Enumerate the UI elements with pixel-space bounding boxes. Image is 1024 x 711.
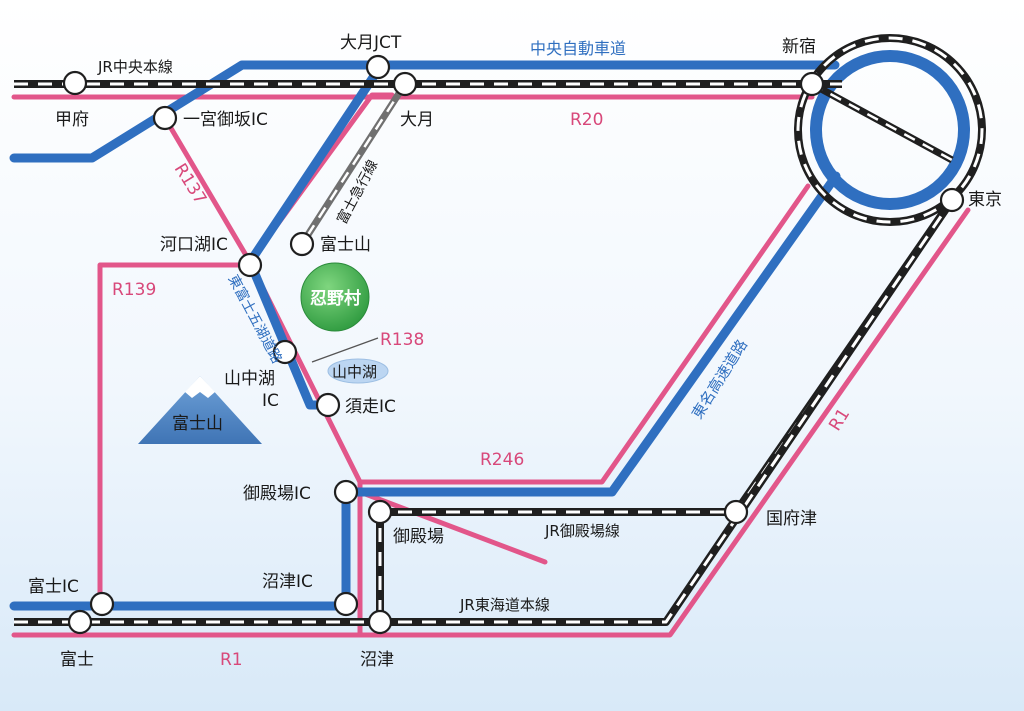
stations <box>62 54 965 635</box>
station-ichinomiya-misaka-ic[interactable] <box>152 105 178 131</box>
label-shinjuku: 新宿 <box>782 37 816 57</box>
route-r1 <box>11 207 971 638</box>
label-numazu-ic: 沼津IC <box>262 572 313 592</box>
label-kawaguchiko-ic: 河口湖IC <box>160 235 228 255</box>
label-r246: R246 <box>480 450 524 470</box>
station-subashiri-ic[interactable] <box>315 392 341 418</box>
station-otsuki[interactable] <box>392 71 418 97</box>
railways <box>14 34 986 626</box>
oshino-village-icon <box>300 262 370 332</box>
label-tokyo: 東京 <box>968 190 1002 210</box>
label-otsuki: 大月 <box>400 110 434 130</box>
label-ichinomiya-misaka-ic: 一宮御坂IC <box>183 110 268 130</box>
route-r246 <box>357 183 811 485</box>
station-otsuki-jct[interactable] <box>365 54 391 80</box>
mount-fuji-label: 富士山 <box>172 414 223 434</box>
station-kawaguchiko-ic[interactable] <box>237 252 263 278</box>
station-numazu-ic[interactable] <box>333 591 359 617</box>
label-fuji-ic: 富士IC <box>28 577 79 597</box>
station-tokyo[interactable] <box>939 187 965 213</box>
label-yamanakako-ic-2: IC <box>262 391 279 411</box>
label-fuji: 富士 <box>60 650 94 670</box>
station-yamanakako-ic[interactable] <box>272 339 298 365</box>
station-gotemba-ic[interactable] <box>333 479 359 505</box>
station-fuji[interactable] <box>67 609 93 635</box>
station-kofu[interactable] <box>62 70 88 96</box>
station-kozu[interactable] <box>723 499 749 525</box>
lake-yamanaka-icon <box>327 358 389 384</box>
tokyo-ring-road <box>810 50 970 210</box>
label-numazu: 沼津 <box>360 650 394 670</box>
route-r246-branch <box>357 489 548 565</box>
station-fuji-ic[interactable] <box>89 591 115 617</box>
station-shinjuku[interactable] <box>799 71 825 97</box>
label-r1-south: R1 <box>220 650 243 670</box>
label-gotemba-ic: 御殿場IC <box>243 484 311 504</box>
oshino-village-label: 忍野村 <box>310 288 361 309</box>
label-jr-tokaido: JR東海道本線 <box>459 596 550 614</box>
label-kofu: 甲府 <box>55 110 89 130</box>
lake-yamanaka-label: 山中湖 <box>332 363 377 381</box>
label-r138: R138 <box>380 330 424 350</box>
label-r139: R139 <box>112 280 156 300</box>
route-r137 <box>162 115 253 265</box>
label-kozu: 国府津 <box>766 509 817 529</box>
label-r20: R20 <box>570 110 603 130</box>
label-fujisan-station: 富士山 <box>320 235 371 255</box>
label-otsuki-jct: 大月JCT <box>340 33 402 53</box>
station-fujisan[interactable] <box>289 231 315 257</box>
station-numazu[interactable] <box>367 609 393 635</box>
station-gotemba[interactable] <box>367 499 393 525</box>
label-gotemba: 御殿場 <box>393 527 444 547</box>
label-yamanakako-ic-1: 山中湖 <box>224 369 275 389</box>
r138-leader <box>311 337 379 363</box>
label-jr-chuo: JR中央本線 <box>97 58 173 76</box>
label-jr-gotemba: JR御殿場線 <box>544 522 620 540</box>
label-subashiri-ic: 須走IC <box>345 397 396 417</box>
route-r139 <box>97 262 253 601</box>
mount-fuji-icon <box>138 376 262 444</box>
label-chuo-expressway: 中央自動車道 <box>530 39 626 58</box>
